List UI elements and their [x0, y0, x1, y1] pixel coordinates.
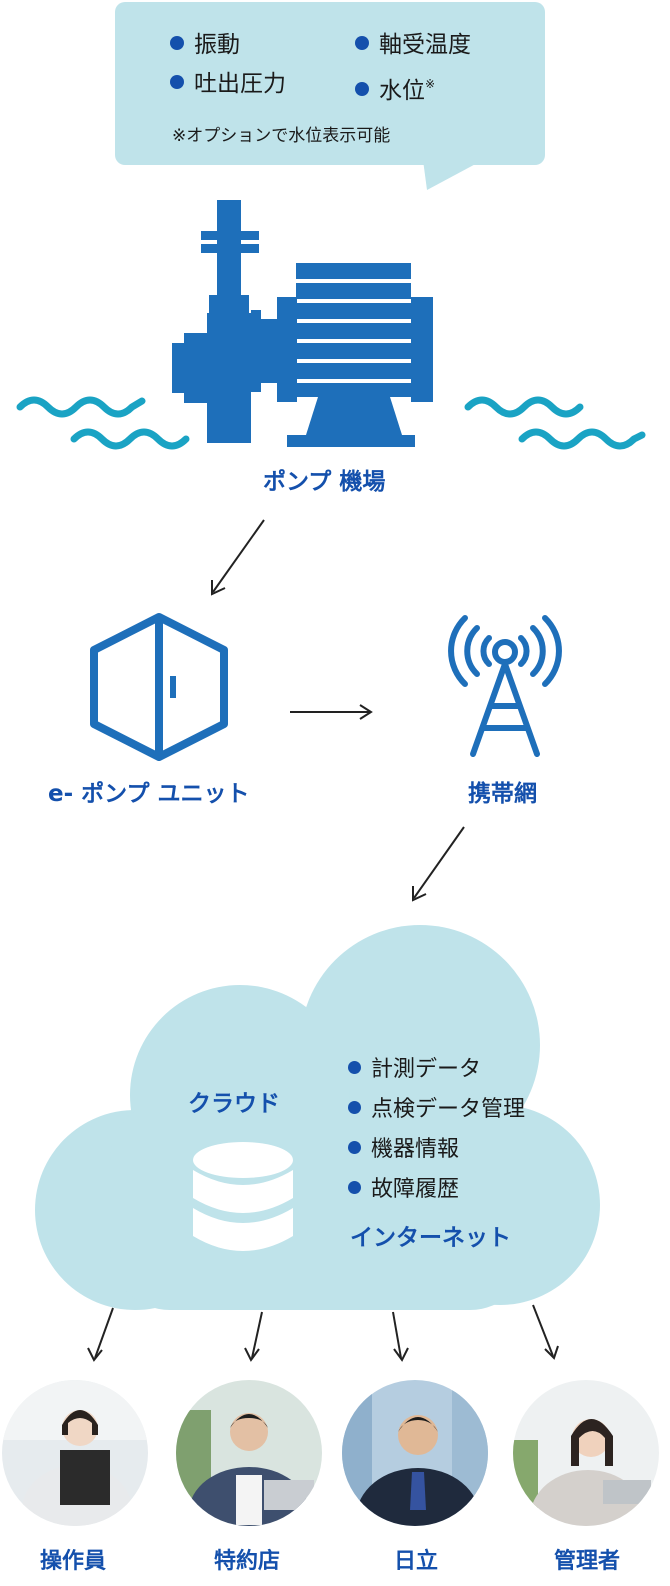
- cloud-shape: [35, 925, 600, 1310]
- bubble-item-bearing-temp: 軸受温度: [355, 30, 471, 60]
- avatar-admin: [513, 1380, 659, 1526]
- hitachi-photo: [342, 1380, 488, 1526]
- bullet-icon: [348, 1101, 361, 1114]
- arrow-to-operator: [94, 1307, 114, 1359]
- bullet-icon: [170, 75, 184, 89]
- cellular-network-label: 携帯網: [468, 781, 537, 807]
- role-hitachi: 日立: [393, 1549, 438, 1574]
- footnote-mark: ※: [425, 77, 436, 91]
- arrow-pump-to-unit: [212, 519, 265, 593]
- arrow-to-admin: [532, 1304, 554, 1357]
- bullet-icon: [348, 1181, 361, 1194]
- cloud-item-inspection: 点検データ管理: [348, 1090, 525, 1130]
- bullet-icon: [170, 36, 184, 50]
- cloud-item-equipment: 機器情報: [348, 1130, 459, 1170]
- avatar-hitachi: [342, 1380, 488, 1526]
- pump-station-illustration: [16, 200, 646, 450]
- dealer-photo: [176, 1380, 322, 1526]
- operator-photo: [2, 1380, 148, 1526]
- avatar-operator: [2, 1380, 148, 1526]
- cloud-label: クラウド: [188, 1091, 280, 1117]
- sensor-bubble: [115, 2, 545, 165]
- cloud-item-measurement: 計測データ: [348, 1050, 481, 1090]
- bubble-item-water-level: 水位※: [355, 69, 435, 106]
- arrow-to-hitachi: [392, 1311, 402, 1359]
- cloud-item-failure: 故障履歴: [348, 1170, 459, 1210]
- arrow-network-to-cloud: [413, 826, 465, 899]
- arrow-to-dealer: [251, 1311, 263, 1359]
- bubble-note: ※オプションで水位表示可能: [172, 126, 391, 146]
- cabinet-icon: [90, 613, 228, 761]
- bullet-icon: [355, 36, 369, 50]
- role-admin: 管理者: [553, 1549, 620, 1574]
- role-operator: 操作員: [39, 1549, 106, 1574]
- bullet-icon: [348, 1061, 361, 1074]
- role-dealer: 特約店: [213, 1549, 280, 1574]
- bubble-item-vibration: 振動: [170, 30, 240, 60]
- database-icon: [193, 1142, 293, 1251]
- e-pump-unit-label: e- ポンプ ユニット: [48, 781, 250, 807]
- pump-station-label: ポンプ 機場: [263, 469, 386, 495]
- bullet-icon: [355, 82, 369, 96]
- antenna-icon: [448, 615, 562, 757]
- pump-icon: [172, 200, 433, 447]
- avatar-dealer: [176, 1380, 322, 1526]
- bullet-icon: [348, 1141, 361, 1154]
- internet-label: インターネット: [350, 1225, 511, 1251]
- water-wave-icon: [16, 396, 646, 450]
- admin-photo: [513, 1380, 659, 1526]
- bubble-tail: [423, 160, 483, 190]
- bubble-item-discharge-pressure: 吐出圧力: [170, 69, 286, 99]
